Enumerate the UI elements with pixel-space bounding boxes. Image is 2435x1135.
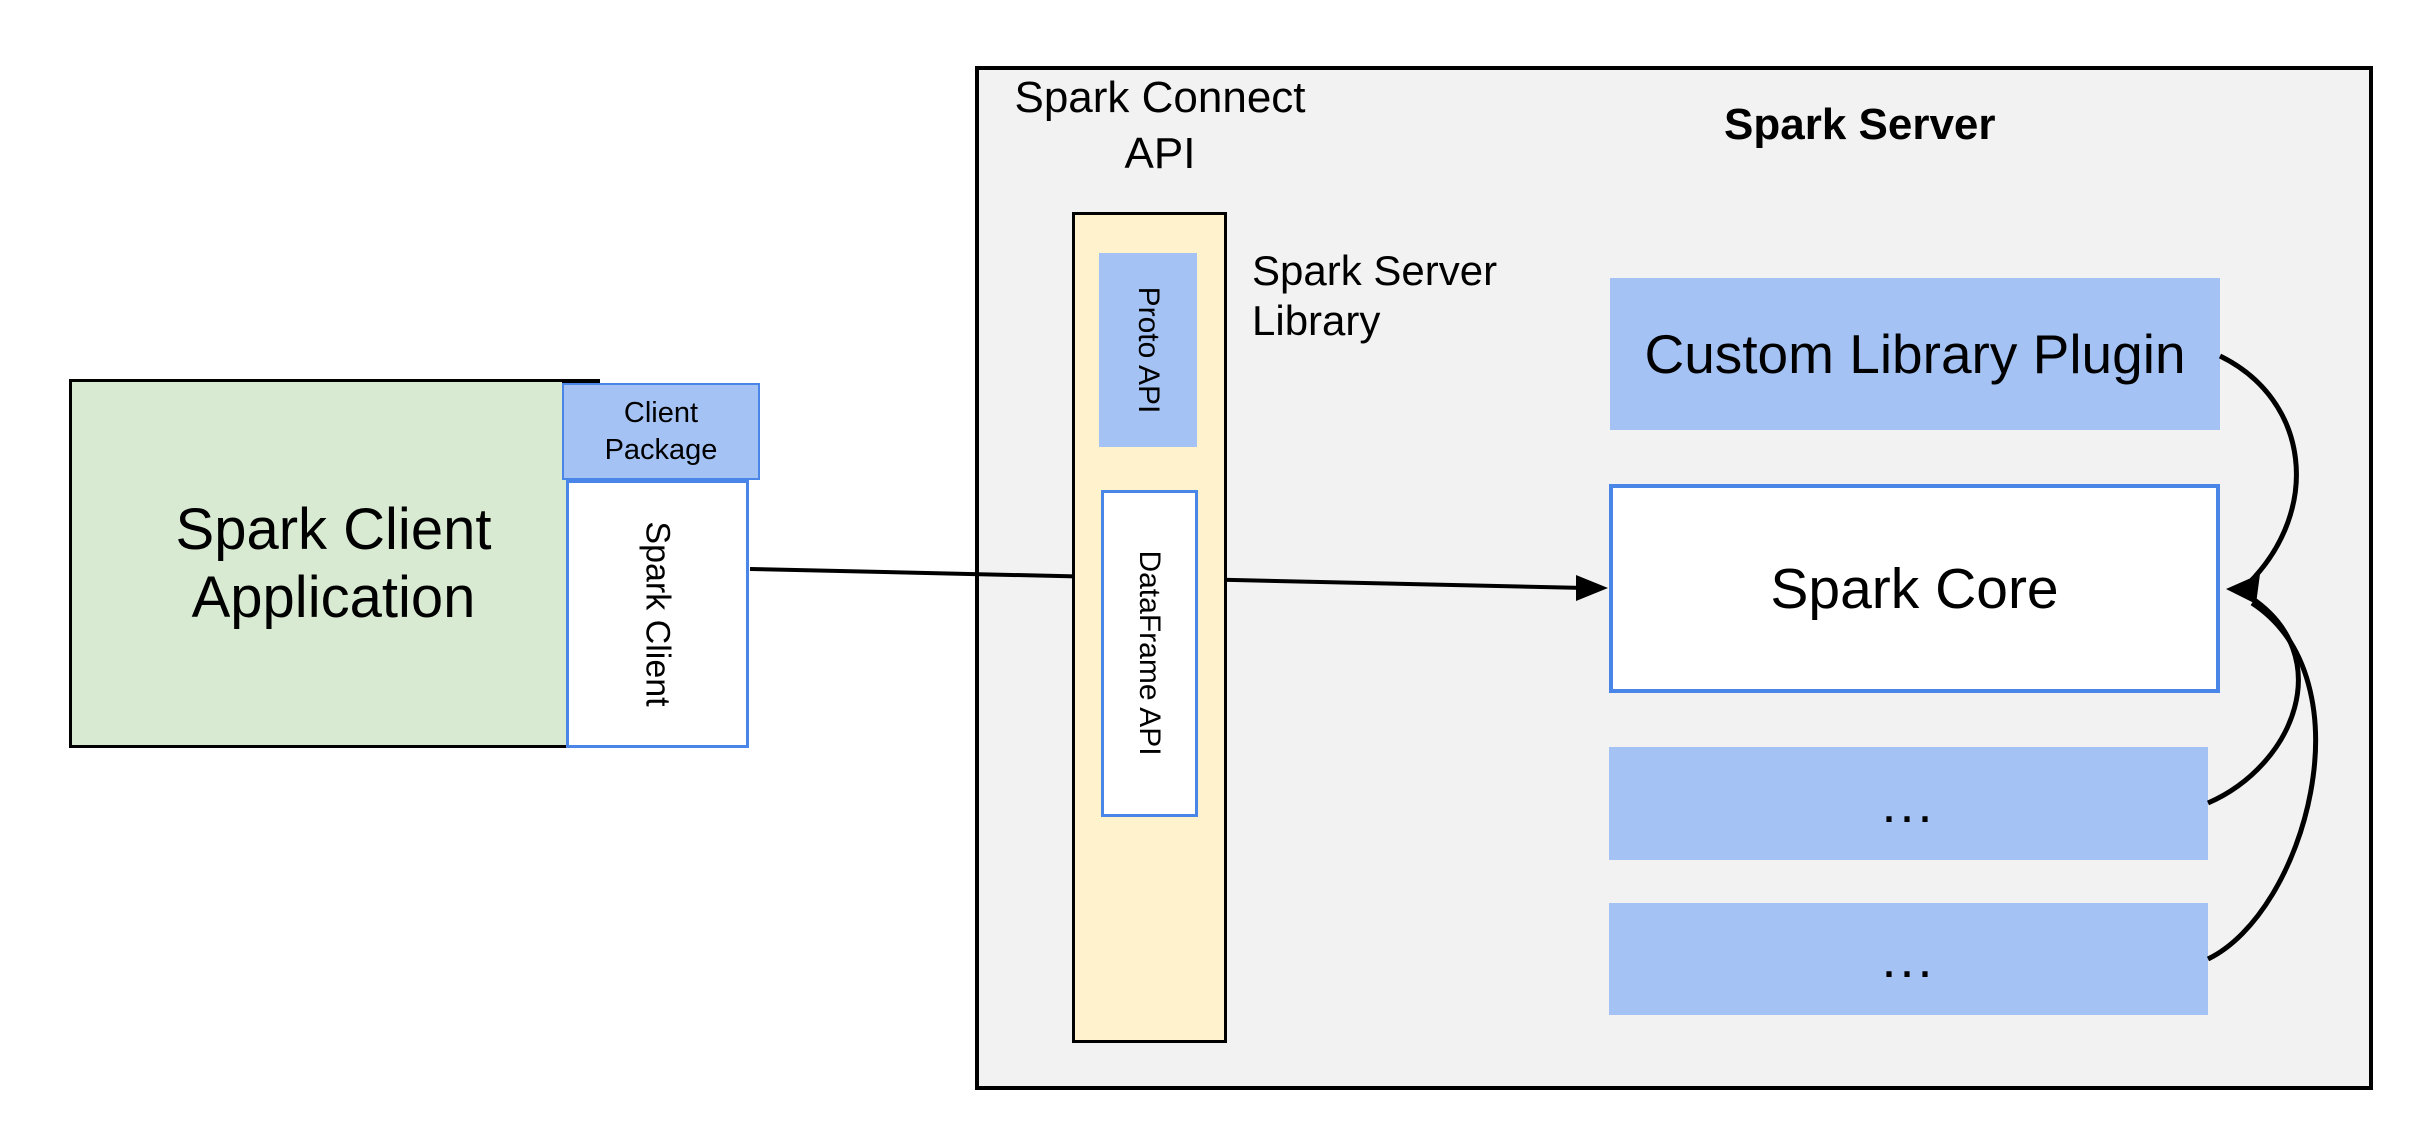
proto-api-label: Proto API	[1132, 286, 1165, 414]
plugin-placeholder-box-1: ...	[1609, 747, 2208, 860]
green-border-notch	[562, 379, 600, 383]
plugin-placeholder-box-2: ...	[1609, 903, 2208, 1015]
proto-api-box	[1099, 253, 1197, 447]
client-package-label: Client Package	[604, 396, 718, 466]
custom-library-plugin-label: Custom Library Plugin	[1644, 323, 2186, 385]
spark-connect-api-label: Spark Connect API	[1014, 73, 1306, 178]
spark-client-box	[566, 480, 749, 748]
spark-client-application-box: Spark Client Application	[69, 379, 598, 748]
dataframe-api-box	[1101, 490, 1198, 817]
spark-core-label: Spark Core	[1770, 556, 2059, 621]
spark-core-box: Spark Core	[1609, 484, 2220, 693]
spark-client-label: Spark Client	[638, 521, 677, 707]
placeholder-2-ellipsis-label: ...	[1881, 929, 1936, 989]
spark-server-title: Spark Server	[1724, 100, 1996, 149]
spark-server-library-label: Spark Server Library	[1252, 247, 1498, 344]
custom-library-plugin-box: Custom Library Plugin	[1610, 278, 2220, 430]
placeholder-1-ellipsis-label: ...	[1881, 773, 1936, 834]
spark-client-application-label: Spark Client Application	[175, 496, 492, 630]
dataframe-api-label: DataFrame API	[1133, 550, 1166, 756]
client-package-box: Client Package	[562, 383, 760, 480]
